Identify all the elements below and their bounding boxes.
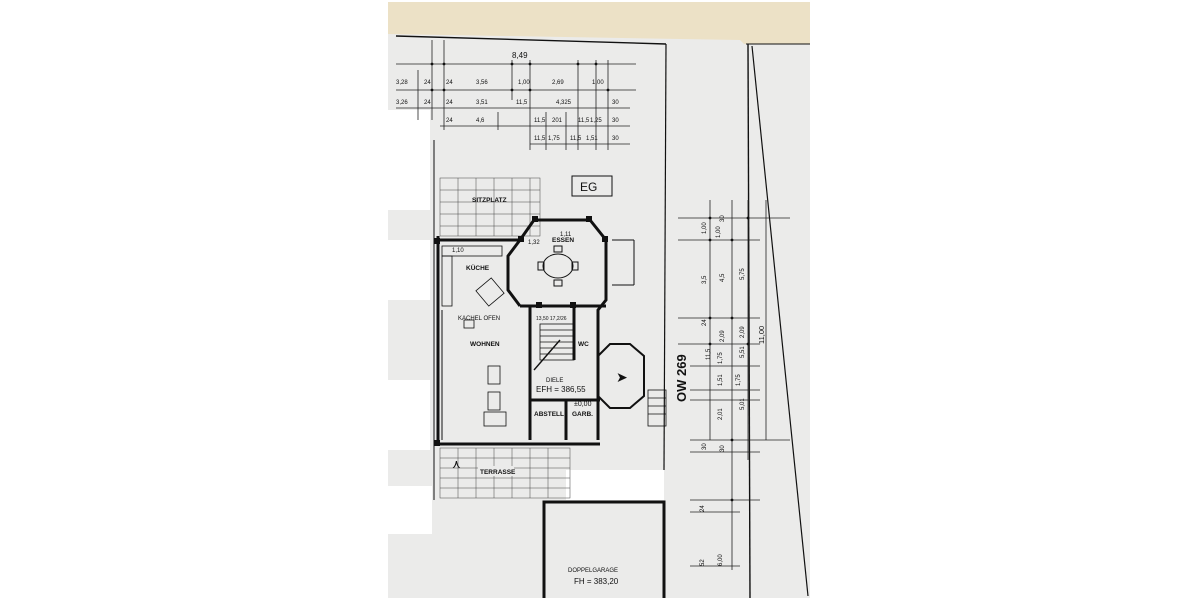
svg-text:5,75: 5,75	[740, 268, 746, 280]
entrance-bay	[597, 343, 645, 409]
svg-text:5,01: 5,01	[740, 398, 746, 410]
room-label-diele: DIELE	[546, 378, 563, 384]
svg-text:3,56: 3,56	[476, 80, 488, 86]
dim-overall-width: 8,49	[512, 51, 528, 60]
room-label-kueche: KÜCHE	[466, 263, 490, 272]
svg-text:5,51: 5,51	[740, 346, 746, 358]
svg-text:1,51: 1,51	[586, 136, 598, 142]
paper-sheet	[388, 2, 810, 598]
svg-text:1,00: 1,00	[592, 80, 604, 86]
svg-text:1,00: 1,00	[518, 80, 530, 86]
room-label-doppelgarage: DOPPELGARAGE	[568, 568, 618, 574]
svg-text:24: 24	[446, 118, 453, 124]
svg-text:1,00: 1,00	[716, 226, 722, 238]
living-furniture	[483, 365, 507, 427]
entrance-steps	[647, 389, 667, 427]
white-patch	[388, 240, 430, 300]
room-label-wohnen: WOHNEN	[470, 341, 500, 348]
svg-text:3,51: 3,51	[476, 100, 488, 106]
svg-text:1,75: 1,75	[548, 136, 560, 142]
svg-text:2,01: 2,01	[718, 408, 724, 420]
street-label: OW 269	[674, 354, 689, 402]
svg-text:52: 52	[700, 559, 706, 566]
level-tag: EG	[580, 180, 597, 194]
note-misc: 1,11	[560, 232, 572, 238]
stove-symbol	[463, 319, 475, 329]
north-arrow-icon: ⋏	[452, 457, 461, 471]
svg-text:4,325: 4,325	[556, 100, 572, 106]
svg-text:24: 24	[702, 319, 708, 326]
svg-text:1,51: 1,51	[718, 374, 724, 386]
svg-text:11,5: 11,5	[706, 348, 712, 360]
svg-text:2,09: 2,09	[740, 326, 746, 338]
svg-text:3,28: 3,28	[396, 80, 408, 86]
dim-row3: 24 4,6 11,5 201 11,5 1,25 30	[446, 118, 619, 124]
room-label-wc: WC	[578, 341, 589, 348]
svg-text:30: 30	[612, 118, 619, 124]
svg-text:11,00: 11,00	[757, 326, 766, 344]
room-label-kachelofen: KACHEL OFEN	[458, 316, 500, 322]
sitzplatz-area	[439, 177, 541, 237]
svg-text:30: 30	[720, 215, 726, 222]
svg-text:30: 30	[612, 136, 619, 142]
garage-walls	[542, 500, 666, 598]
kitchen-counter	[441, 245, 505, 307]
dim-vertical-a: 30 1,00 3,5 24 1,75 1,51 2,01 30 24 52	[700, 215, 726, 566]
entrance-arrow-icon: ➤	[616, 369, 628, 385]
svg-text:11,5: 11,5	[516, 100, 528, 106]
svg-text:3,26: 3,26	[396, 100, 408, 106]
svg-text:24: 24	[424, 80, 431, 86]
level-efh: EFH = 386,55	[536, 385, 586, 394]
staircase	[533, 323, 575, 371]
stair-note: 13,50 17,2/26	[536, 316, 567, 322]
svg-text:1,00: 1,00	[702, 222, 708, 234]
svg-text:2,69: 2,69	[552, 80, 564, 86]
right-dimension-chains	[678, 200, 790, 570]
svg-text:24: 24	[700, 505, 706, 512]
svg-text:11,5: 11,5	[570, 136, 582, 142]
dim-row1: 3,28 24 24 3,56 1,00 2,69 1,00	[396, 80, 604, 86]
white-patch	[388, 110, 430, 210]
white-patch	[388, 380, 430, 450]
room-label-sitzplatz: SITZPLATZ	[472, 197, 507, 204]
note-misc: 1,32	[528, 240, 540, 246]
svg-text:6,00: 6,00	[718, 554, 724, 566]
svg-text:11,5: 11,5	[534, 136, 546, 142]
dim-vertical-b: 1,00 4,5 2,09 11,5 1,75 30 6,00	[706, 226, 742, 566]
svg-text:1,25: 1,25	[590, 118, 602, 124]
svg-text:2,09: 2,09	[720, 330, 726, 342]
tape-strip	[388, 2, 810, 44]
white-patch	[566, 470, 664, 500]
svg-text:24: 24	[424, 100, 431, 106]
dining-table	[537, 245, 579, 287]
room-label-abstell: ABSTELL	[534, 411, 564, 418]
svg-text:3,5: 3,5	[702, 275, 708, 284]
dim-row4: 11,5 1,75 11,5 1,51 30	[534, 136, 619, 142]
svg-text:30: 30	[720, 445, 726, 452]
svg-text:11,5: 11,5	[578, 118, 590, 124]
dim-row2: 3,26 24 24 3,51 11,5 4,325 30	[396, 100, 619, 106]
dim-vertical-c: 5,75 5,51 5,01 2,09 11,00	[740, 268, 766, 410]
svg-text:24: 24	[446, 80, 453, 86]
room-label-garb: GARB.	[572, 411, 593, 418]
svg-text:1,75: 1,75	[736, 374, 742, 386]
level-fh: FH = 383,20	[574, 577, 619, 586]
svg-text:201: 201	[552, 118, 563, 124]
room-label-essen: ESSEN	[552, 237, 574, 244]
svg-text:24: 24	[446, 100, 453, 106]
svg-text:1,75: 1,75	[718, 352, 724, 364]
svg-text:30: 30	[702, 443, 708, 450]
white-patch	[388, 486, 432, 534]
note-misc: 1,10	[452, 248, 464, 254]
svg-text:11,5: 11,5	[534, 118, 546, 124]
level-tag-box	[571, 175, 613, 197]
svg-text:4,6: 4,6	[476, 118, 485, 124]
room-label-terrasse: TERRASSE	[480, 469, 516, 476]
level-zero: ±0,00	[574, 401, 592, 408]
svg-text:4,5: 4,5	[720, 273, 726, 282]
svg-text:30: 30	[612, 100, 619, 106]
